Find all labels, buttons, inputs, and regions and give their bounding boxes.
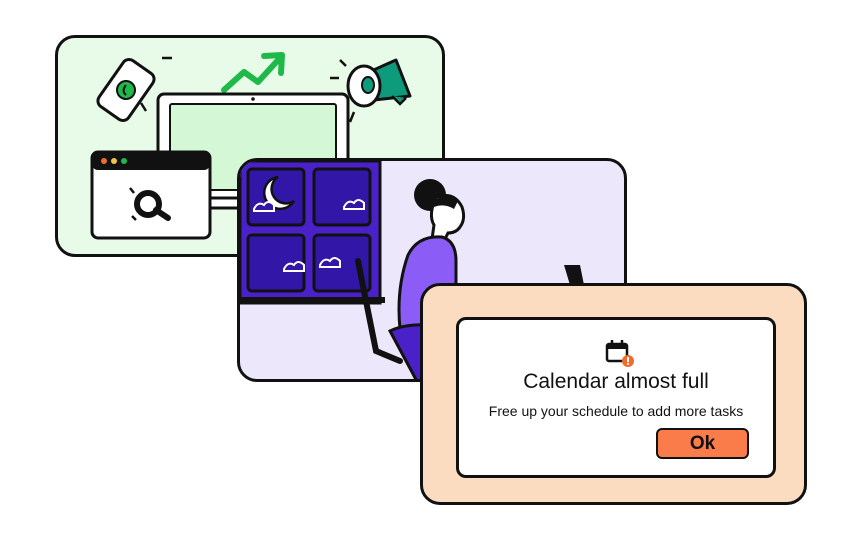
dialog-message: Free up your schedule to add more tasks xyxy=(488,403,744,419)
phone-icon xyxy=(96,57,156,123)
night-window-icon xyxy=(240,161,385,305)
trend-arrow-icon xyxy=(221,52,285,93)
night-work-illustration xyxy=(240,161,584,379)
calendar-full-dialog: Calendar almost full Free up your schedu… xyxy=(456,317,776,478)
calendar-alert-icon xyxy=(605,340,634,367)
dialog-card: Calendar almost full Free up your schedu… xyxy=(420,283,807,505)
dialog-title: Calendar almost full xyxy=(523,370,709,393)
browser-window-icon xyxy=(90,150,212,240)
ok-button[interactable]: Ok xyxy=(656,428,749,459)
megaphone-icon xyxy=(330,58,412,123)
